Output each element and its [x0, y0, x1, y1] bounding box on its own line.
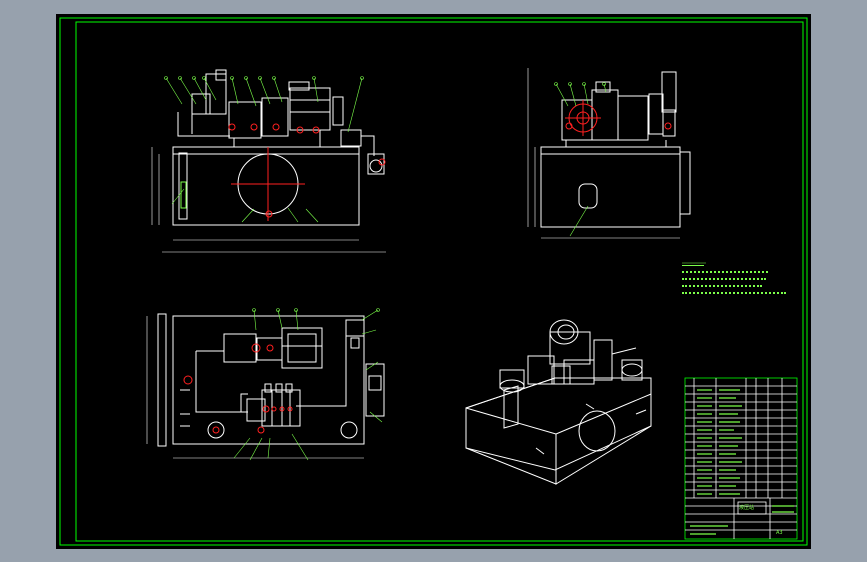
front-view-centers — [228, 123, 386, 218]
note-line-2 — [682, 276, 766, 280]
outer-border — [59, 17, 808, 546]
side-view-centers — [565, 100, 672, 136]
note-line-4 — [682, 290, 786, 294]
top-view-leaders — [233, 308, 383, 461]
side-view-leaders — [554, 82, 607, 237]
top-view-centers — [183, 343, 293, 434]
inner-border — [75, 21, 804, 542]
note-line-3 — [682, 283, 762, 287]
notes-heading — [682, 261, 704, 266]
front-view — [151, 69, 386, 253]
title-block-sheet-size: A3 — [776, 530, 783, 536]
top-view — [146, 313, 385, 459]
front-view-leaders — [164, 76, 364, 223]
note-line-1 — [682, 269, 768, 273]
cad-drawing — [59, 17, 808, 546]
isometric-view — [465, 319, 652, 485]
title-block-title: 液压站 — [739, 505, 755, 511]
title-block — [684, 377, 798, 540]
side-view — [527, 68, 691, 239]
drawing-sheet: 液压站 A3 — [56, 14, 811, 549]
technical-notes — [682, 261, 786, 294]
parts-list-text — [690, 389, 794, 535]
